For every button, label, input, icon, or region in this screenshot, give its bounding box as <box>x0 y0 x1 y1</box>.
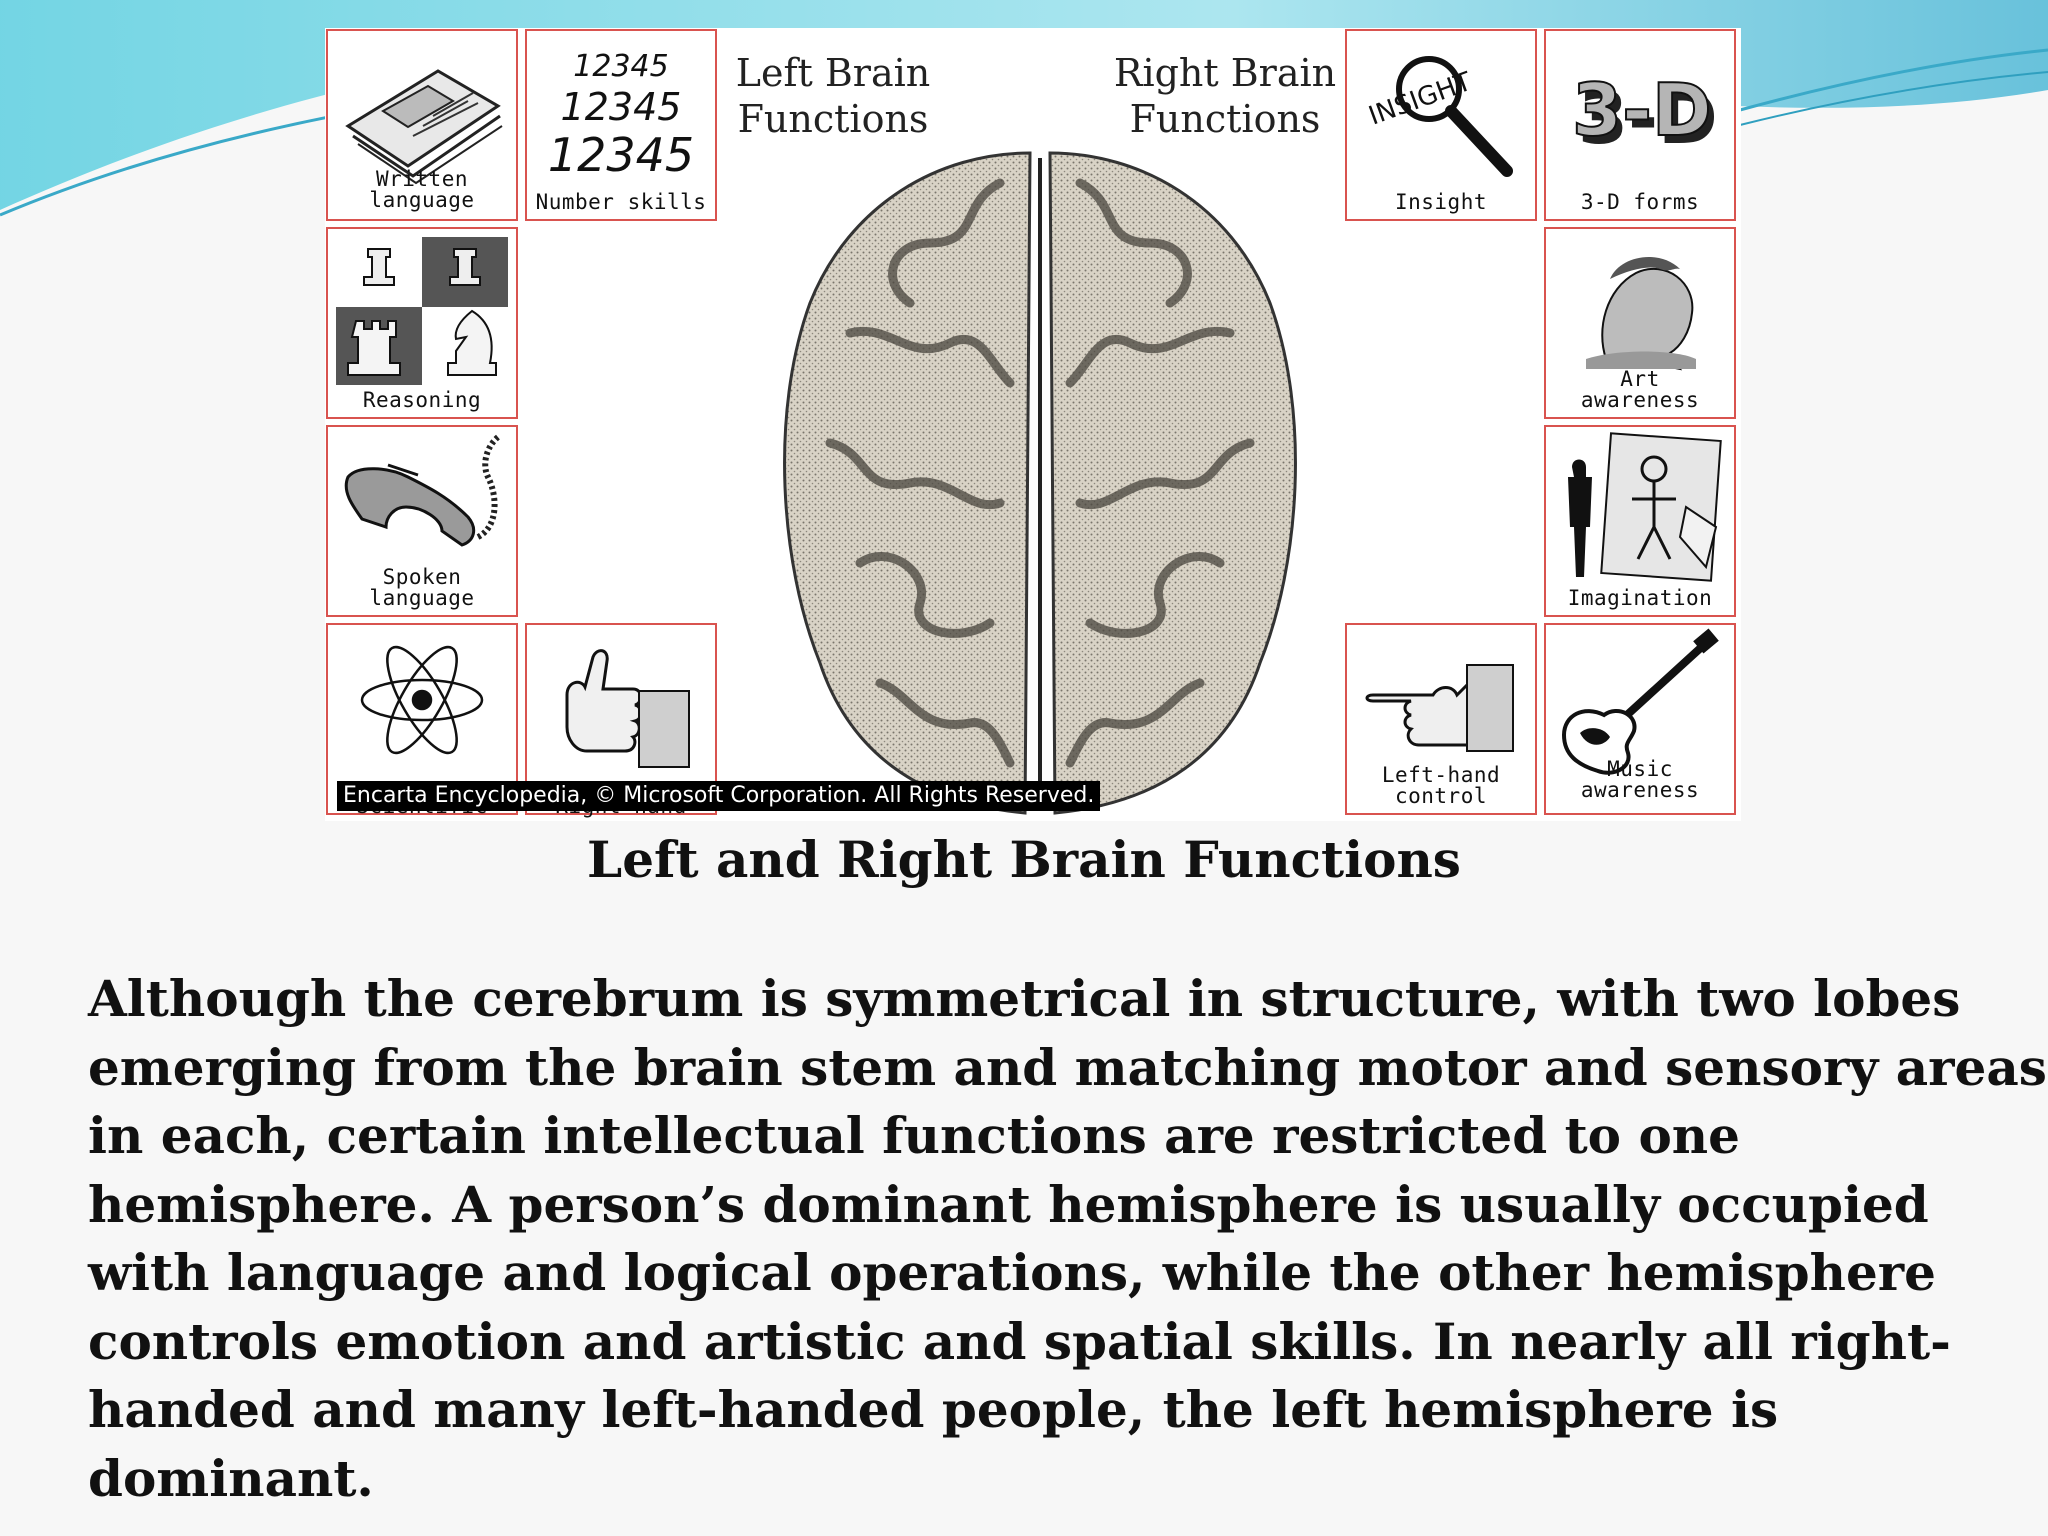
left-brain-title-line: Left Brain <box>735 51 931 95</box>
body-line: hemisphere. A person’s dominant hemisphe… <box>88 1174 1929 1234</box>
tile-label-line: Spoken <box>382 565 462 589</box>
tile-label-line: Reasoning <box>362 388 482 412</box>
right-brain-title-line: Right Brain <box>1113 51 1337 95</box>
figure-caption: Left and Right Brain Functions <box>587 830 1461 889</box>
right-brain-title-line: Functions <box>1129 97 1321 141</box>
tile-label-line: language <box>369 188 475 212</box>
tile-label-line: Art <box>1620 367 1660 391</box>
tile-label-line: awareness <box>1580 388 1700 412</box>
newspaper-icon <box>345 69 503 185</box>
tile-reasoning: Reasoning <box>326 227 518 419</box>
chess-pieces-icon <box>336 237 508 385</box>
tile-spoken-language: Spoken language <box>326 425 518 617</box>
brain-functions-figure: Written language 12345 12345 12345 Numbe… <box>325 28 1741 821</box>
tile-written-language: Written language <box>326 29 518 221</box>
tile-label-line: 3-D forms <box>1580 190 1700 214</box>
electric-guitar-icon <box>1561 628 1719 775</box>
left-brain-title: Left Brain Functions <box>713 50 953 142</box>
thumbs-up-hand-icon <box>565 649 690 768</box>
tile-label-line: control <box>1394 784 1487 808</box>
telephone-icon <box>344 434 501 547</box>
body-line: with language and logical operations, wh… <box>88 1243 1936 1302</box>
tile-imagination: Imagination <box>1544 425 1736 617</box>
body-line: handed and many left-handed people, the … <box>88 1380 1779 1439</box>
body-paragraph: Although the cerebrum is symmetrical in … <box>88 965 2047 1513</box>
number-digits-large: 12345 <box>547 128 695 182</box>
brain-illustration <box>783 151 1297 815</box>
3d-word-shadow: 3-D <box>1578 76 1718 160</box>
body-line: dominant. <box>88 1448 374 1508</box>
body-line: emerging from the brain stem and matchin… <box>88 1037 2047 1097</box>
body-line: Although the cerebrum is symmetrical in … <box>88 969 1961 1028</box>
tile-label-line: awareness <box>1580 778 1700 802</box>
tile-number-skills: 12345 12345 12345 Number skills <box>525 29 717 221</box>
tile-label-line: Imagination <box>1567 586 1713 610</box>
tile-art-awareness: Art awareness <box>1544 227 1736 419</box>
number-digits-small: 12345 <box>573 49 669 84</box>
tile-label-line: Written <box>375 167 468 191</box>
statue-bust-icon <box>1586 256 1696 371</box>
atom-icon <box>360 645 484 755</box>
tile-label-line: Number skills <box>535 190 707 214</box>
left-brain-title-line: Functions <box>737 97 929 141</box>
3d-word: 3-D <box>1572 68 1712 152</box>
stick-figure-drawing-icon <box>1568 432 1722 582</box>
right-brain-title: Right Brain Functions <box>1105 50 1345 142</box>
tile-insight: INSIGHT Insight <box>1345 29 1537 221</box>
tile-music-awareness: Music awareness <box>1544 623 1736 815</box>
tile-label-line: Left-hand <box>1381 763 1501 787</box>
tile-label-line: language <box>369 586 475 610</box>
tile-left-hand-control: Left-hand control <box>1345 623 1537 815</box>
image-credit: Encarta Encyclopedia, © Microsoft Corpor… <box>337 781 1101 811</box>
tile-label-line: Music <box>1607 757 1673 781</box>
magnifying-glass-icon: INSIGHT <box>1365 56 1513 177</box>
pointing-hand-icon <box>1365 664 1514 752</box>
body-line: in each, certain intellectual functions … <box>88 1106 1740 1165</box>
number-digits-medium: 12345 <box>560 85 682 129</box>
body-line: controls emotion and artistic and spatia… <box>88 1311 1951 1371</box>
tile-label-line: Insight <box>1394 190 1487 214</box>
tile-3d-forms: 3-D 3-D 3-D forms <box>1544 29 1736 221</box>
3d-text-icon: 3-D 3-D <box>1571 67 1718 160</box>
